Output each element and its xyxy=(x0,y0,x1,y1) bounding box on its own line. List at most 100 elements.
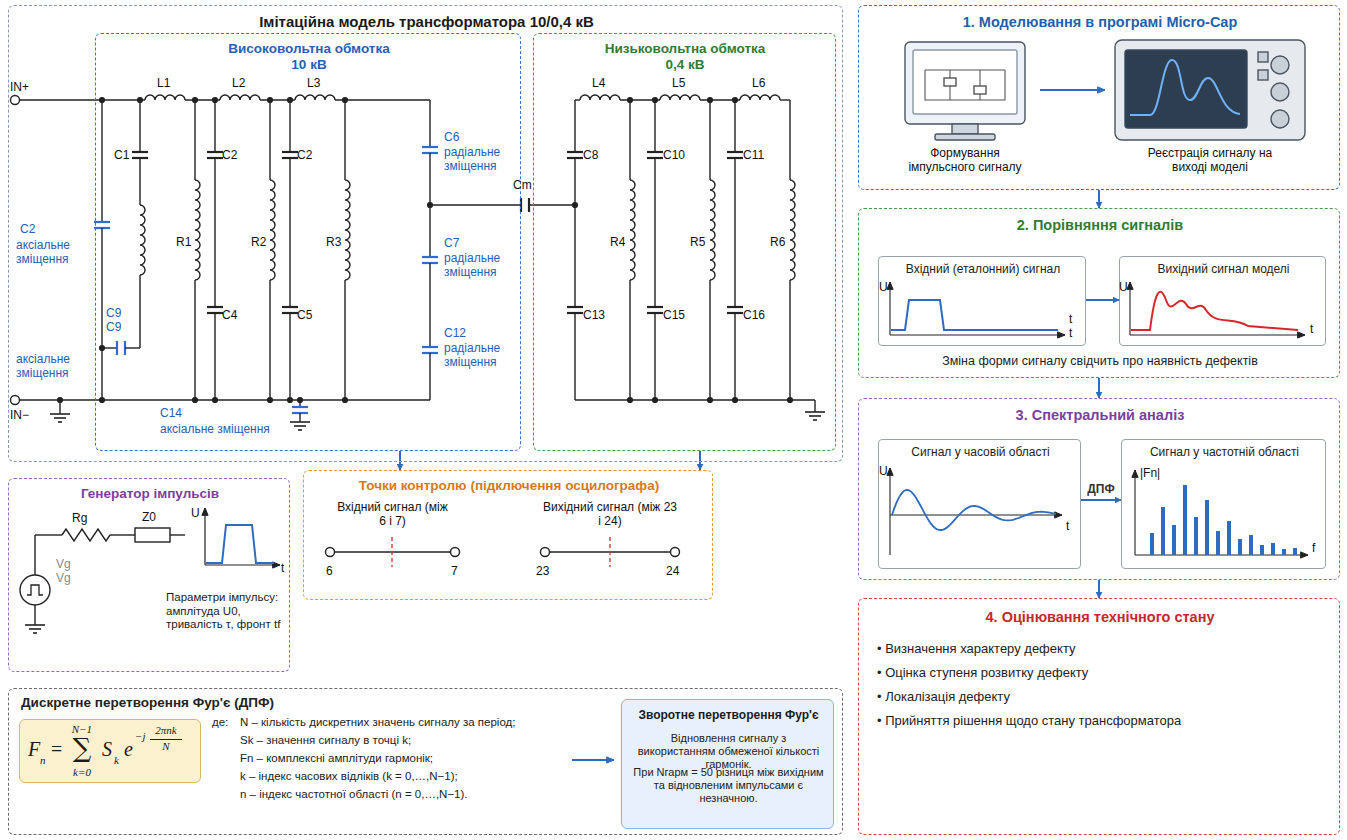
annotation-label: Sk – значення сигналу в точці k; xyxy=(240,734,411,748)
signal-box: Сигнал у часовій області xyxy=(878,439,1081,569)
flow-arrow xyxy=(699,451,701,470)
node-heading: Вихідний сигнал моделі xyxy=(1120,262,1327,276)
wire xyxy=(889,468,890,555)
node-text: k xyxy=(114,754,119,767)
junction-dot xyxy=(268,98,273,103)
annotation-label: Vg xyxy=(56,557,71,571)
annotation-label: аксіальне зміщення xyxy=(16,352,92,380)
annotation-label: Vg xyxy=(56,571,71,585)
shape xyxy=(952,124,978,134)
monitor-screen xyxy=(913,50,1017,114)
annotation-label: радіальне зміщення xyxy=(444,251,516,279)
annotation-label: C2 xyxy=(20,222,35,236)
node-heading: Низьковольтна обмотка 0,4 кВ xyxy=(600,41,770,73)
annotation-label: |Fn| xyxy=(1140,466,1160,480)
spectrum-bar xyxy=(1205,500,1209,555)
wire xyxy=(575,99,580,100)
annotation-label: L6 xyxy=(752,76,765,90)
node-heading: 1. Моделювання в програмі Micro-Cap xyxy=(859,14,1341,31)
annotation-label: C9 xyxy=(106,306,121,320)
junction-dot xyxy=(193,98,198,103)
wire xyxy=(567,151,583,153)
node-text: 2πnk xyxy=(150,724,182,737)
annotation-label: Z0 xyxy=(142,510,156,524)
annotation-label: t xyxy=(1069,326,1072,340)
node-heading: 3. Спектральний аналіз xyxy=(859,407,1341,424)
wire xyxy=(214,158,215,307)
annotation-label: R5 xyxy=(690,235,705,249)
annotation-label: N – кількість дискретних значень сигналу… xyxy=(240,716,515,730)
junction-dot xyxy=(628,398,633,403)
wire xyxy=(204,508,205,565)
node-text: При Nгарм = 50 різниця між вихідним та в… xyxy=(632,766,825,805)
spectrum-bar xyxy=(1194,517,1198,555)
annotation-label: t xyxy=(1310,322,1313,336)
step-panel: 4. Оцінювання технічного стану• Визначен… xyxy=(858,598,1340,835)
control-points-panel: Точки контролю (підключення осцилографа) xyxy=(303,470,713,600)
wire xyxy=(139,275,140,348)
junction-dot xyxy=(213,98,218,103)
wire xyxy=(429,263,430,347)
curve xyxy=(1130,60,1240,115)
coil-symbol xyxy=(195,180,200,280)
node-text: = xyxy=(51,738,62,762)
annotation-label: C4 xyxy=(222,308,237,322)
node-text: n xyxy=(40,754,46,767)
spectrum-bar xyxy=(1238,539,1242,555)
wire xyxy=(813,419,817,421)
annotation-label: C12 xyxy=(444,326,466,340)
spectrum-bar xyxy=(1271,543,1275,555)
annotation-label: C1 xyxy=(114,148,129,162)
wire xyxy=(780,99,790,100)
annotation-label: C6 xyxy=(444,130,459,144)
wire xyxy=(116,341,118,355)
knob xyxy=(1271,110,1289,128)
junction-dot xyxy=(708,98,713,103)
annotation-label: C10 xyxy=(663,148,685,162)
wire xyxy=(214,100,215,152)
annotation-label: C9 xyxy=(106,320,121,334)
curve xyxy=(925,70,1005,100)
wire xyxy=(25,624,45,626)
node-heading: Імітаційна модель трансформатора 10/0,4 … xyxy=(9,13,844,31)
node-heading: Сигнал у частотній області xyxy=(1122,445,1327,459)
junction-dot xyxy=(343,98,348,103)
flow-arrow xyxy=(1098,378,1100,398)
junction-dot xyxy=(343,398,348,403)
shape xyxy=(974,86,986,94)
curve xyxy=(206,525,274,563)
coil-symbol xyxy=(345,180,350,280)
formula-box: Fn=N−1∑k=0Ske−j2πnkN xyxy=(19,719,201,783)
wire xyxy=(54,417,66,419)
spectrum-bar xyxy=(1293,548,1297,555)
junction-dot xyxy=(100,98,105,103)
inductor-symbol xyxy=(580,95,620,100)
arrow-head xyxy=(1298,332,1305,338)
junction-dot xyxy=(288,98,293,103)
wire xyxy=(709,280,710,400)
wire xyxy=(654,313,655,400)
knob xyxy=(1271,83,1289,101)
junction-dot xyxy=(428,203,433,208)
junction-dot xyxy=(193,398,198,403)
knob xyxy=(1271,56,1289,74)
monitor-icon xyxy=(905,42,1025,124)
arrow-head xyxy=(887,468,893,475)
arrow-head xyxy=(1301,552,1308,558)
wire xyxy=(132,151,148,153)
annotation-label: L3 xyxy=(307,76,320,90)
shape xyxy=(935,134,995,140)
inductor-symbol xyxy=(220,95,260,100)
node-heading: F xyxy=(28,738,40,762)
terminal xyxy=(451,548,460,557)
signal-box: Вихідний сигнал моделі xyxy=(1119,256,1326,346)
node-text: k=0 xyxy=(68,766,96,779)
annotation-label: радіальне зміщення xyxy=(444,145,516,173)
junction-dot xyxy=(100,398,105,403)
wire xyxy=(727,306,743,308)
wire xyxy=(34,605,35,625)
oscilloscope-screen xyxy=(1125,50,1247,128)
wire xyxy=(430,204,521,205)
coil-symbol xyxy=(140,205,145,275)
